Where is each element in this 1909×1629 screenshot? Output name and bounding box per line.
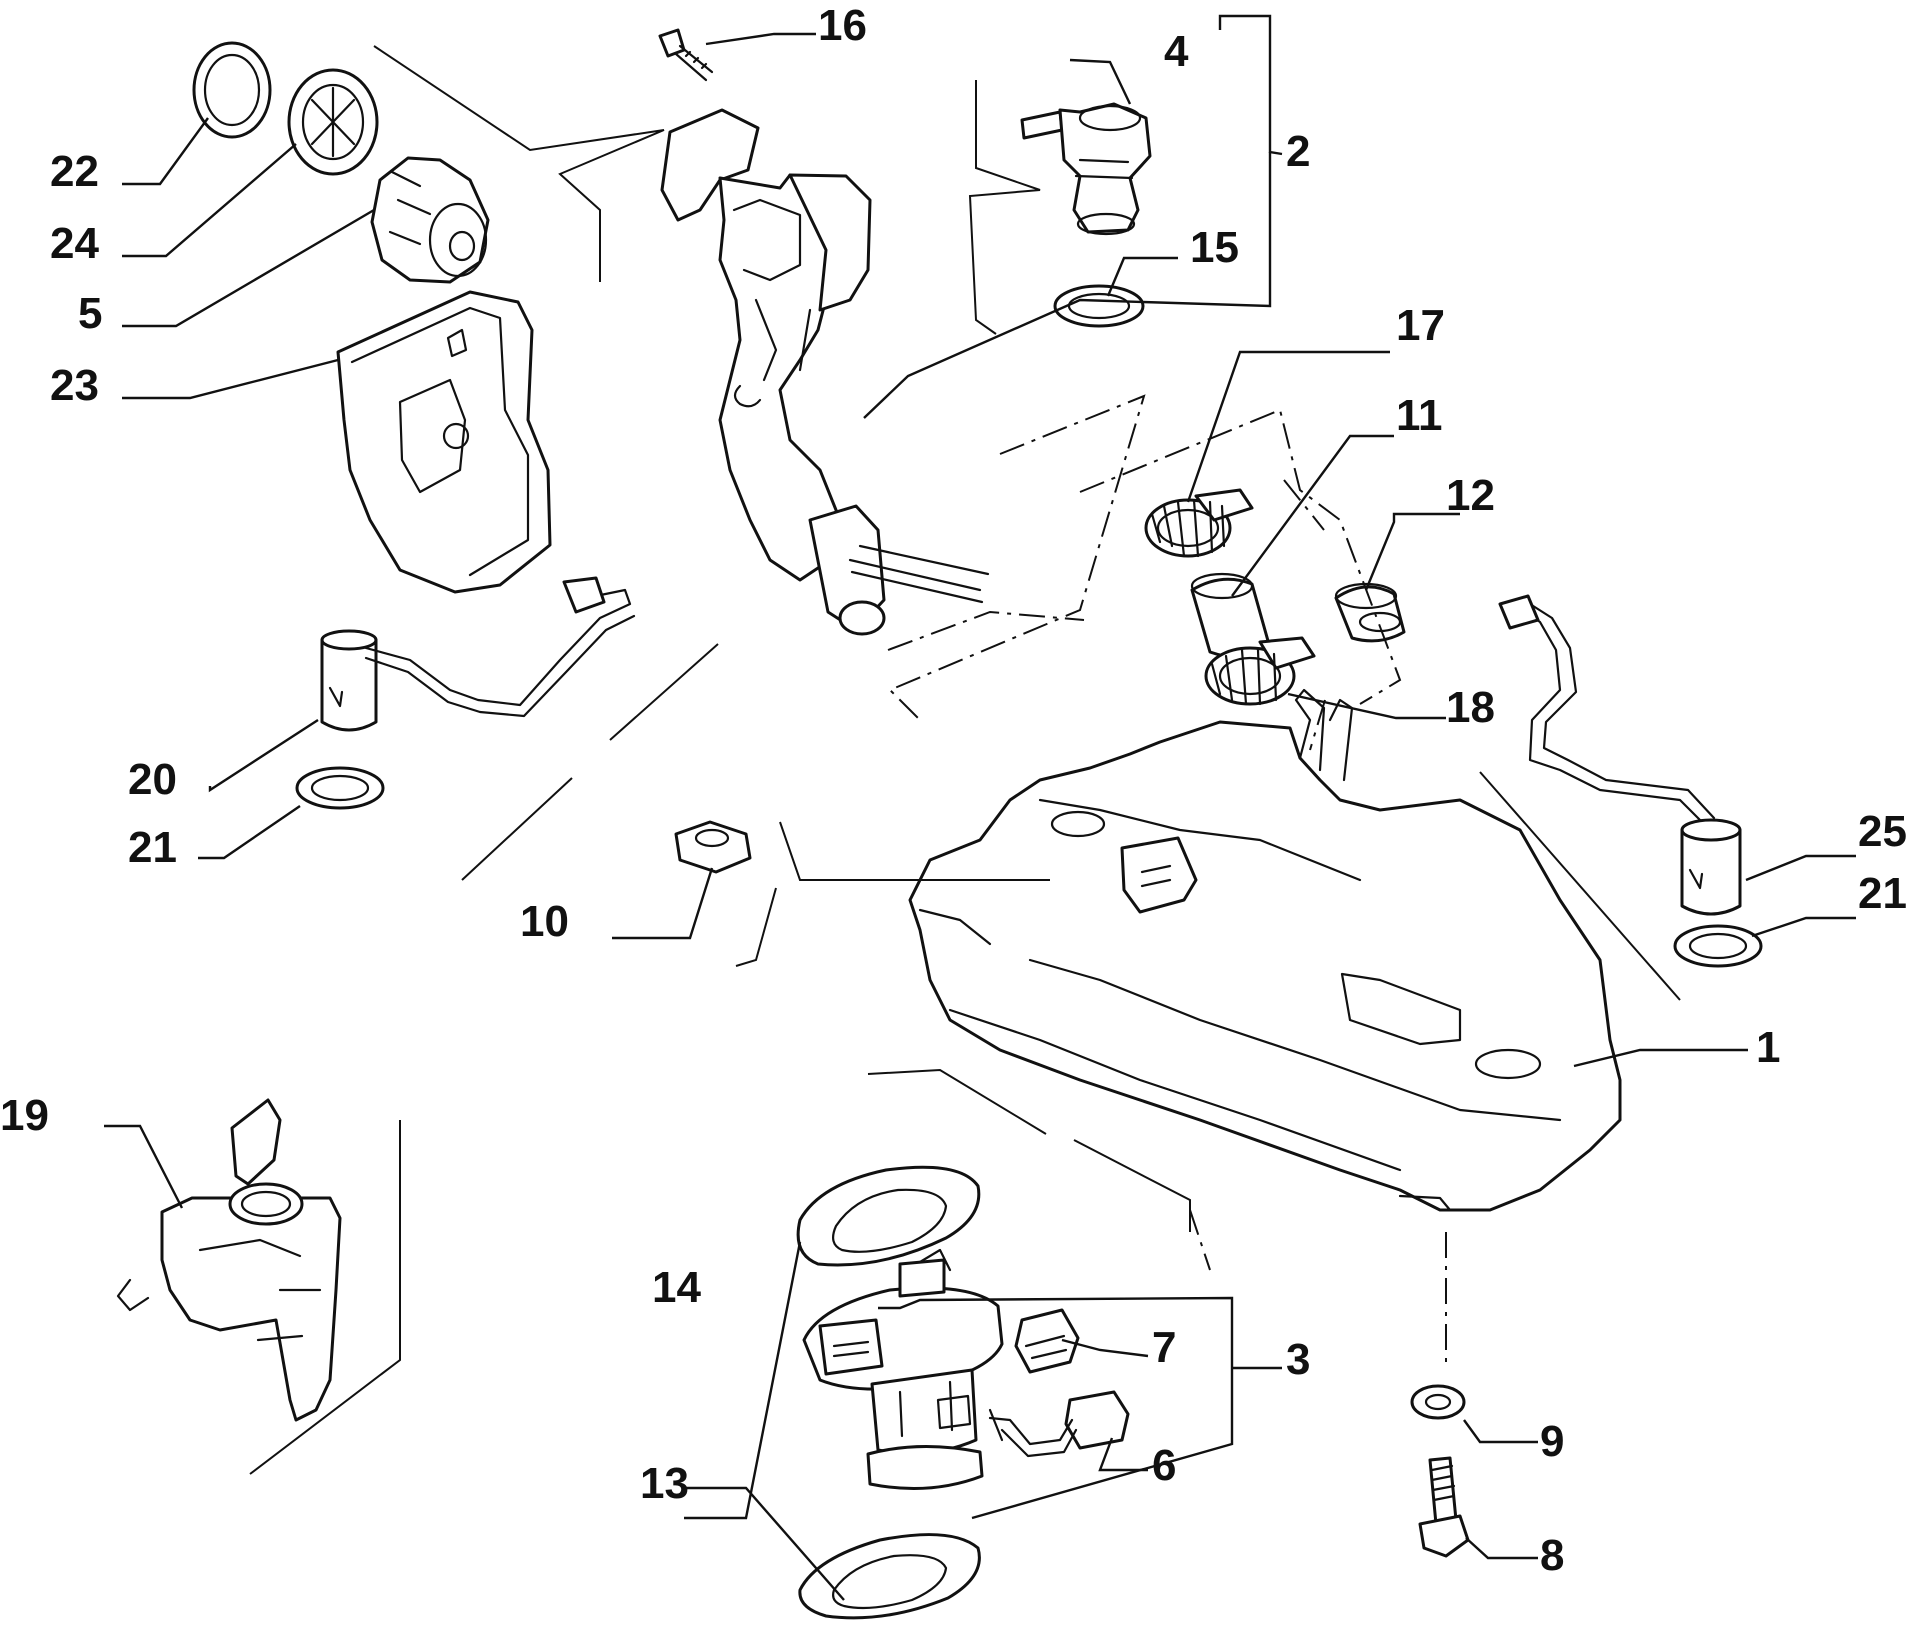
callout-14: 14 — [652, 1263, 701, 1312]
part-21-seal-ring-left — [295, 766, 385, 810]
callout-2: 2 — [1286, 127, 1310, 176]
callout-22: 22 — [50, 147, 99, 196]
callout-1: 1 — [1756, 1023, 1780, 1072]
part-13-gasket — [798, 1533, 981, 1620]
part-2-filler-neck — [660, 108, 990, 636]
part-16-screw — [658, 28, 714, 82]
part-8-bolt — [1418, 1456, 1470, 1558]
part-11-hose-sleeve — [1190, 572, 1272, 659]
leader-lines — [104, 14, 1856, 1601]
part-14-gasket — [796, 1165, 981, 1267]
part-21-seal-ring-right — [1673, 924, 1763, 968]
callout-25: 25 — [1858, 807, 1907, 856]
part-6-wiring-harness — [988, 1390, 1130, 1458]
part-5-fuel-cap — [370, 156, 490, 284]
callout-21-left: 21 — [128, 823, 177, 872]
part-17-hose-clamp — [1144, 488, 1254, 558]
part-9-washer — [1410, 1384, 1466, 1420]
section-lines — [249, 45, 1681, 1475]
callout-12: 12 — [1446, 471, 1495, 520]
part-1-fuel-tank — [908, 688, 1622, 1212]
callout-8: 8 — [1540, 1531, 1564, 1580]
part-10-nut — [674, 820, 752, 874]
part-18-hose-clamp — [1204, 636, 1316, 706]
callout-23: 23 — [50, 361, 99, 410]
callout-20: 20 — [128, 755, 177, 804]
callout-16: 16 — [818, 1, 867, 50]
callout-6: 6 — [1152, 1441, 1176, 1490]
part-23-filler-housing — [336, 290, 552, 594]
callout-3: 3 — [1286, 1335, 1310, 1384]
callout-11: 11 — [1396, 391, 1443, 440]
callout-19: 19 — [0, 1091, 49, 1140]
part-7-connector — [1014, 1308, 1080, 1374]
callout-5: 5 — [78, 289, 102, 338]
callout-numbers: 22 24 5 23 20 21 16 4 2 15 17 11 12 18 2… — [0, 1, 1907, 1580]
callout-24: 24 — [50, 219, 99, 268]
part-3-fuel-pump-module — [802, 1248, 1004, 1490]
callout-13: 13 — [640, 1459, 689, 1508]
assembly-axes — [887, 394, 1447, 1368]
callout-18: 18 — [1446, 683, 1495, 732]
part-19-canister-bracket — [116, 1098, 342, 1422]
callout-7: 7 — [1152, 1323, 1176, 1372]
part-22-cap-cover — [192, 41, 272, 139]
callout-10: 10 — [520, 897, 569, 946]
callout-17: 17 — [1396, 301, 1445, 350]
part-25-fuel-sender — [1498, 594, 1742, 916]
callout-15: 15 — [1190, 223, 1239, 272]
part-15-seal-ring — [1053, 284, 1145, 328]
part-12-grommet — [1334, 582, 1406, 643]
part-4-breather-valve — [1020, 102, 1152, 236]
part-20-fuel-sender — [320, 576, 636, 732]
callout-4: 4 — [1164, 27, 1189, 76]
part-24-filter-cap — [287, 68, 379, 176]
callout-21-right: 21 — [1858, 869, 1907, 918]
callout-9: 9 — [1540, 1417, 1564, 1466]
